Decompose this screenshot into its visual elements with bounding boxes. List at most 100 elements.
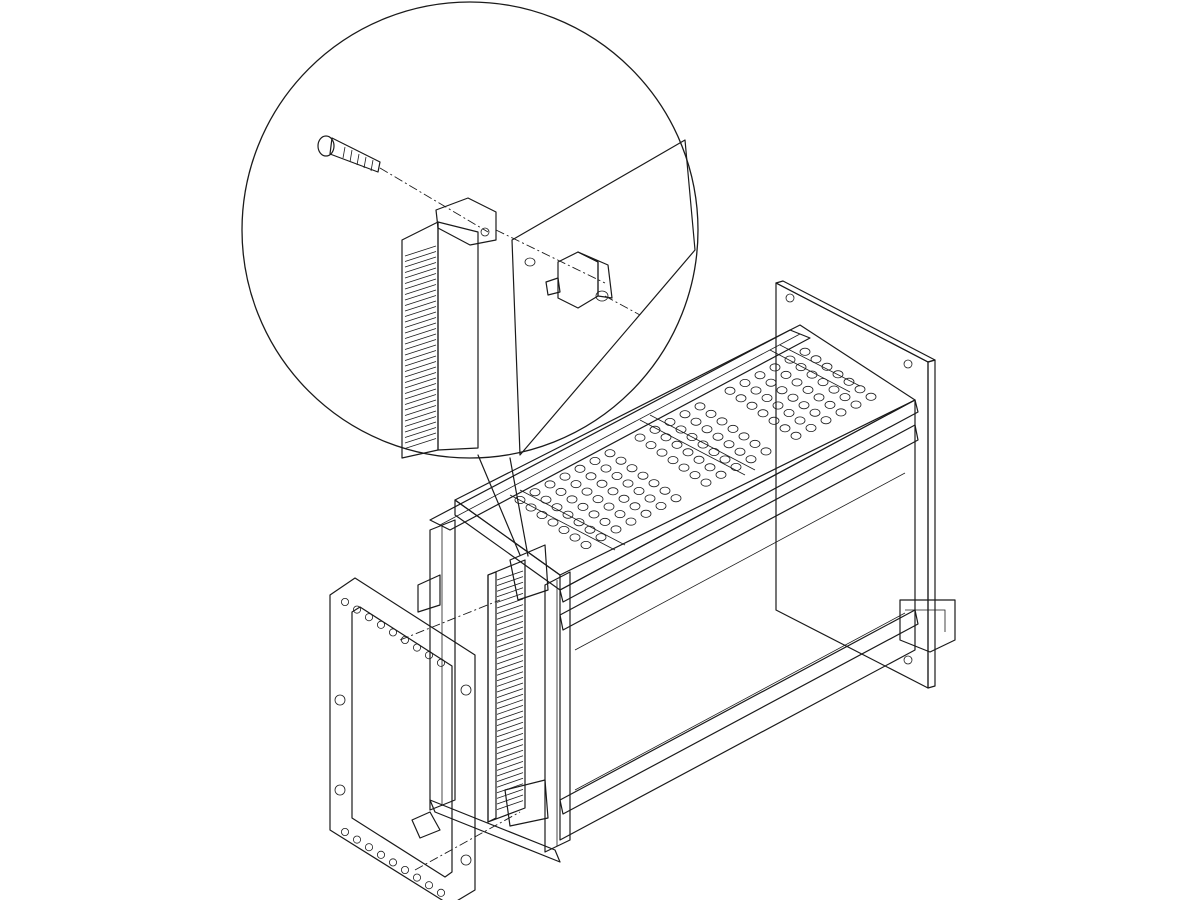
connector-pin [496,654,524,665]
cover-hole [656,448,668,457]
top-cover-perforated [454,324,916,591]
cover-hole [577,502,589,511]
detail-pin [404,300,437,312]
frame-hole-top [436,658,445,667]
cover-hole [738,432,750,441]
cover-hole [754,371,766,380]
connector-pin [496,682,524,693]
cover-hole [626,464,638,473]
connector-pin [496,609,524,620]
connector-pin [496,733,524,743]
connector-pin [496,671,524,682]
cover-hole [715,470,727,479]
cover-hole [776,386,788,395]
detail-pin [404,289,437,301]
cover-hole [813,393,825,402]
connector-pins [496,570,524,810]
detail-pin [404,432,437,444]
frame-side-hole [334,694,346,706]
cover-hole [566,495,578,504]
cover-hole [603,502,615,511]
frame-holes [334,598,472,897]
detail-pin [404,262,437,273]
connector-pin [496,570,524,581]
cover-hole [570,480,582,489]
subrack [417,280,956,863]
cover-hole [611,471,623,480]
cover-hole [659,486,671,495]
cover-hole [719,455,731,464]
cover-hole [843,377,855,386]
cover-hole [701,425,713,434]
detail-pin [404,273,437,284]
cover-hole [671,440,683,449]
cover-hole [850,400,862,409]
detail-pin [404,361,437,372]
detail-pin [404,355,437,367]
cover-hole [604,449,616,458]
cover-hole [694,402,706,411]
connector-pin [496,693,524,704]
cover-hole [667,456,679,465]
cover-hole [670,494,682,503]
connector-pin [496,626,524,637]
connector-pin [496,738,524,749]
screw [317,135,381,173]
cover-hole [640,509,652,518]
connector-pin [496,598,524,609]
detail-connector [401,197,497,459]
connector-pin [496,604,524,614]
cover-hole [547,518,559,527]
connector-pin [496,749,524,760]
cover-hole [760,447,772,456]
cover-hole [780,370,792,379]
cover-hole [529,488,541,497]
cover-hole [735,394,747,403]
frame-hole-bottom [424,881,433,890]
cover-hole [817,378,829,387]
front-frame [329,577,476,900]
cover-hole [574,464,586,473]
cover-hole [761,393,773,402]
cover-hole [618,494,630,503]
detail-pin [404,383,437,394]
cover-hole [558,526,570,535]
detail-pin [404,322,437,334]
connector-pin [496,716,524,726]
cover-hole [779,424,791,433]
cover-hole [625,517,637,526]
detail-view [241,1,699,557]
connector-pin [496,660,524,670]
detail-pin [404,388,437,400]
cover-hole [596,479,608,488]
frame-hole-top [340,598,349,607]
frame-side-hole [460,854,472,866]
connector-pin [496,744,524,754]
connector-pin [496,800,524,810]
detail-board [511,139,696,456]
cover-hole [697,440,709,449]
connector-pin [496,755,524,766]
cover-hole [795,363,807,372]
cover-hole [629,502,641,511]
cover-hole [592,495,604,504]
cover-hole [655,501,667,510]
cover-hole [835,408,847,417]
detail-pin [404,372,437,383]
detail-pin [404,328,437,339]
cover-hole [769,363,781,372]
cover-hole [745,455,757,464]
cover-hole [768,416,780,425]
cover-hole [708,447,720,456]
cover-hole [615,456,627,465]
cover-hole [832,370,844,379]
cover-hole [633,486,645,495]
cover-hole [514,495,526,504]
detail-pin [404,311,437,323]
cover-hole [712,432,724,441]
connector-pin [496,766,524,777]
cover-hole [727,424,739,433]
detail-pin [404,344,437,356]
cover-hole [589,456,601,465]
cover-hole [614,510,626,519]
